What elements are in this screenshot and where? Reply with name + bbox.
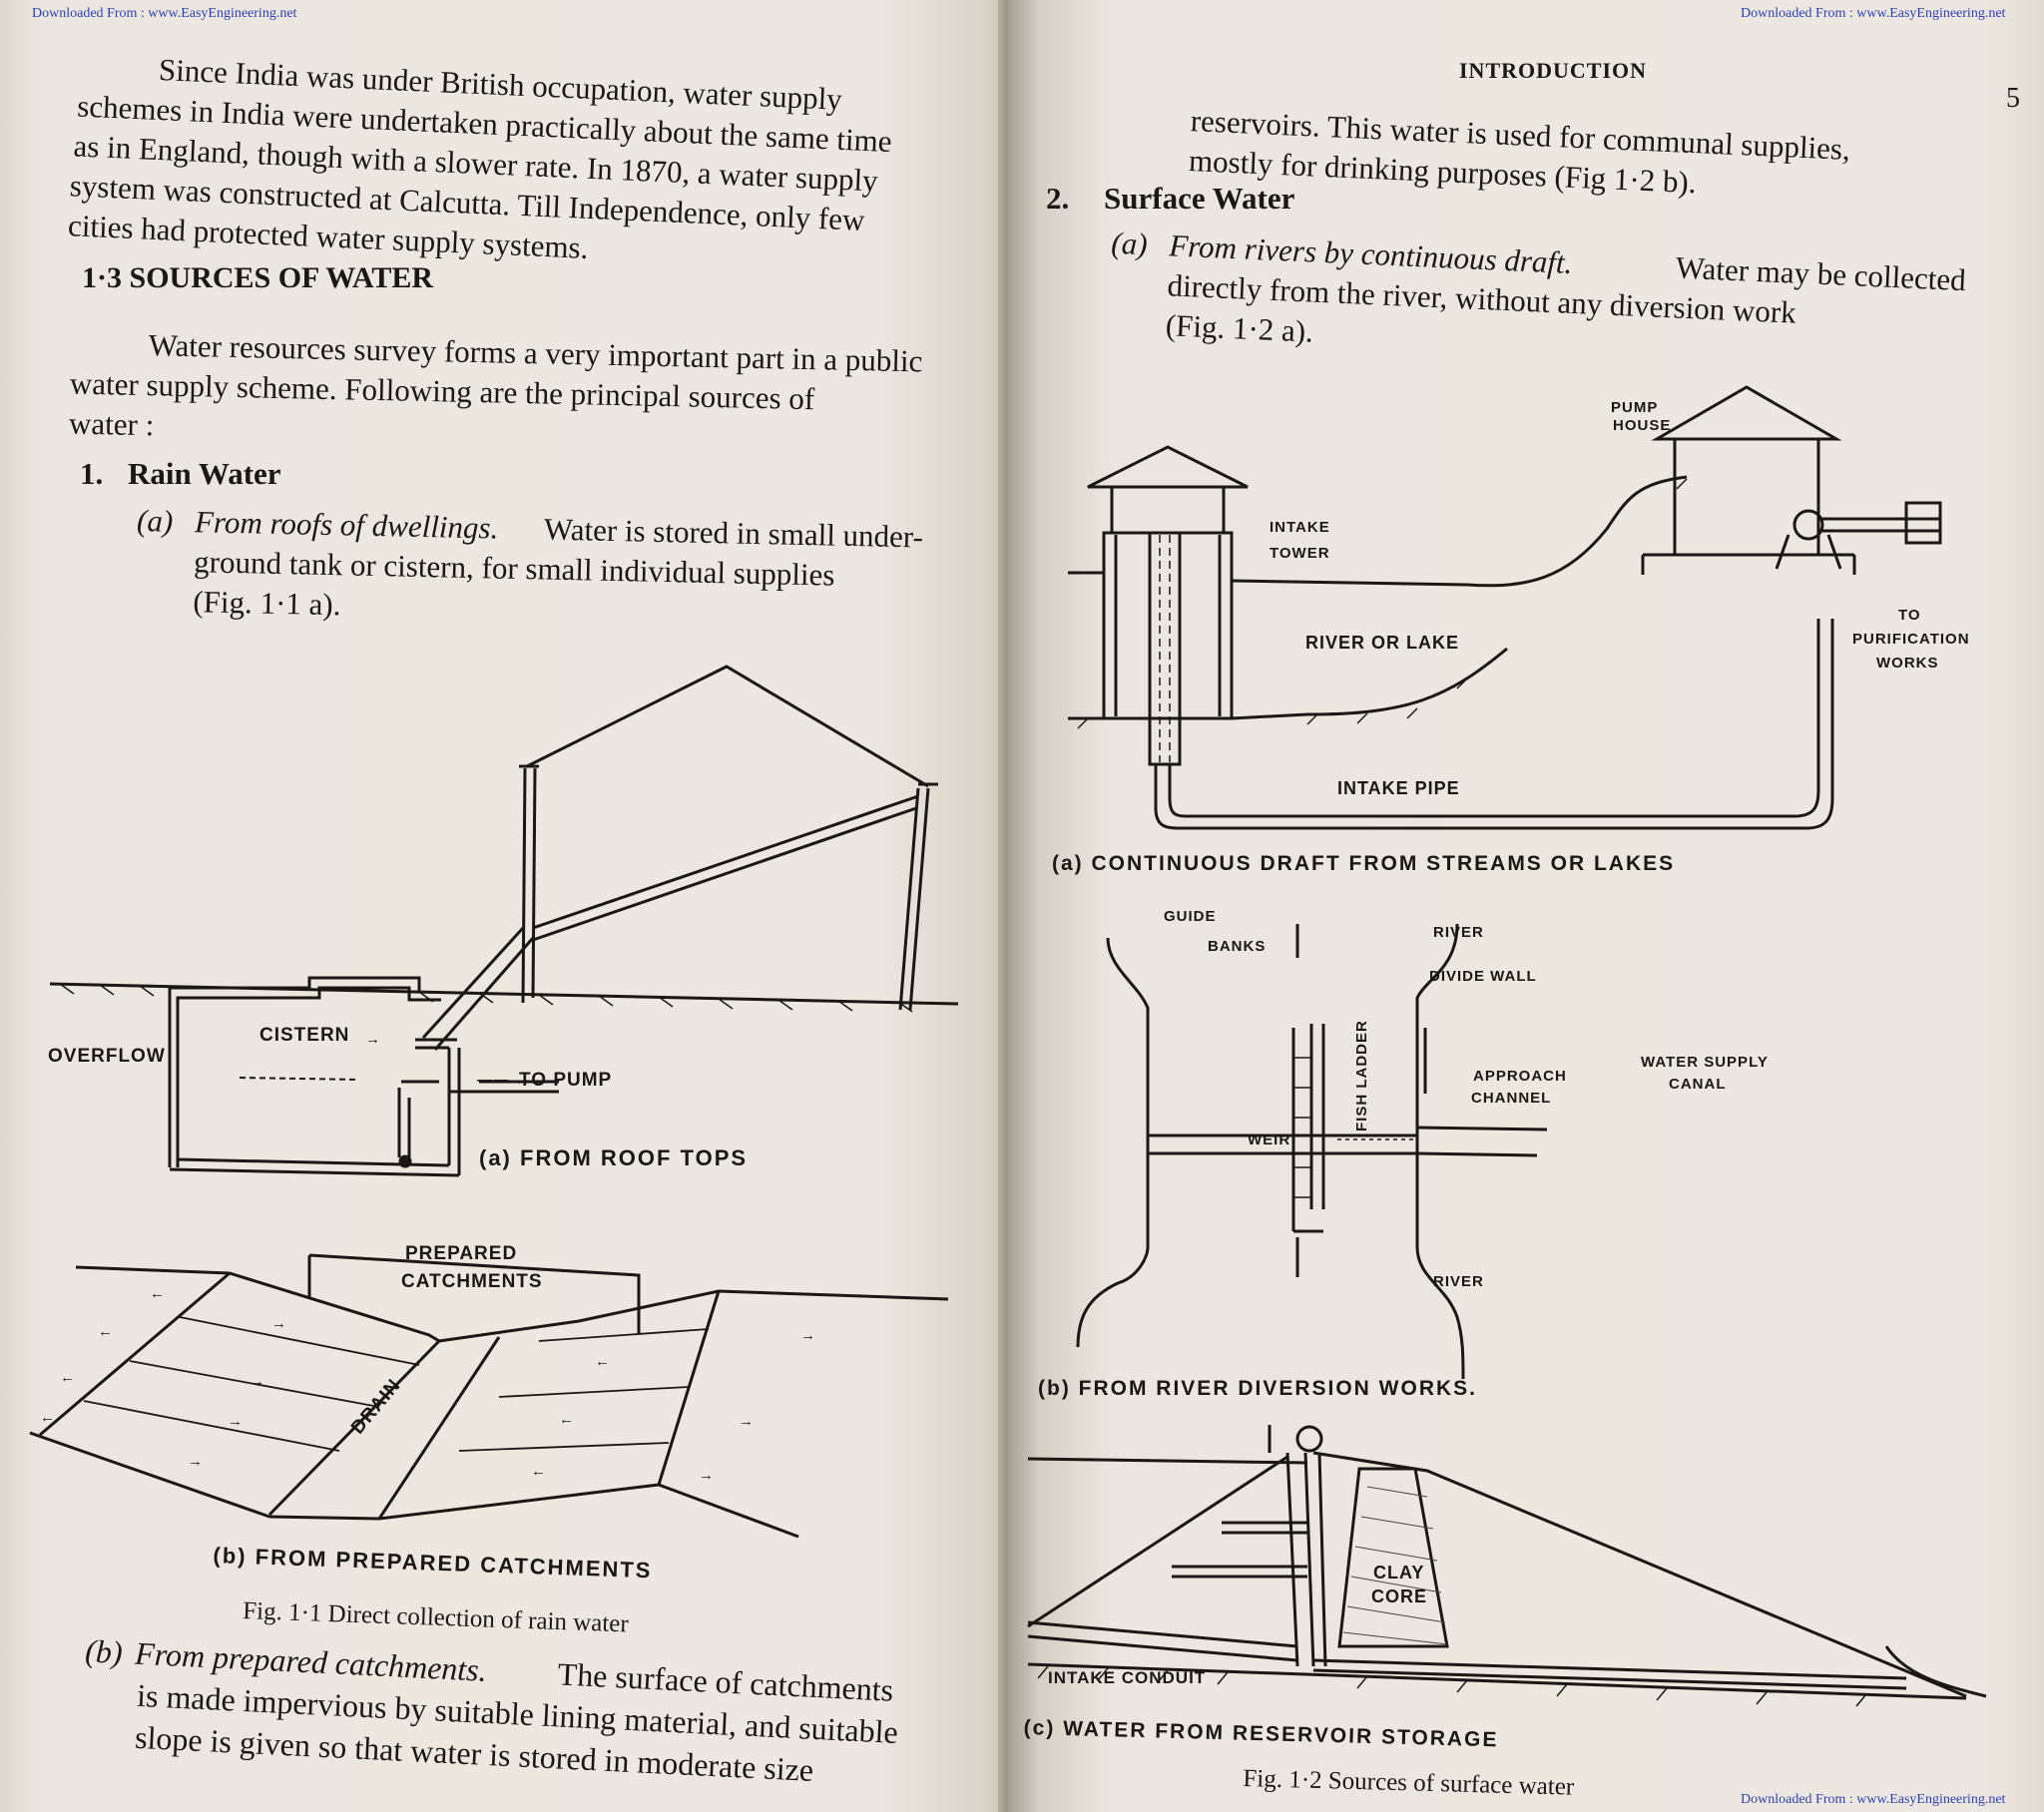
flow-arrow-4: ← xyxy=(40,1409,56,1426)
label-guide: GUIDE xyxy=(1164,908,1217,925)
figure-continuous-draft-diagram xyxy=(1068,379,1986,838)
right-book-page: Downloaded From : www.EasyEngineering.ne… xyxy=(1008,0,2044,1812)
arrow-to-pump: ——→ xyxy=(477,1072,525,1089)
figure-reservoir-storage-diagram xyxy=(1008,1417,2006,1726)
flow-arrow-2: ← xyxy=(98,1323,114,1340)
flow-arrow-6: → xyxy=(250,1373,265,1390)
flow-arrow-12: → xyxy=(800,1327,816,1344)
caption-fig1a: (a) FROM ROOF TOPS xyxy=(479,1145,749,1170)
item2-number: 2. xyxy=(1046,181,1070,216)
item2a-text-3: (Fig. 1·2 a). xyxy=(1165,307,1314,349)
flow-arrow-1: ← xyxy=(150,1285,166,1302)
flow-arrow-11: ← xyxy=(531,1463,547,1480)
label-river-top: RIVER xyxy=(1433,924,1484,941)
figure-roof-tops-diagram xyxy=(40,649,998,1187)
arrow-cistern: → xyxy=(365,1031,381,1048)
label-pump-1: PUMP xyxy=(1611,399,1659,416)
label-intake-tower-2: TOWER xyxy=(1270,545,1330,562)
label-cistern: CISTERN xyxy=(259,1025,350,1046)
label-water-supply: WATER SUPPLY xyxy=(1641,1054,1769,1071)
label-canal: CANAL xyxy=(1669,1076,1727,1093)
label-approach-1: APPROACH xyxy=(1473,1068,1567,1085)
figure-prepared-catchments-diagram xyxy=(20,1237,978,1557)
watermark-top-right: Downloaded From : www.EasyEngineering.ne… xyxy=(1741,6,2006,21)
flow-arrow-3: ← xyxy=(60,1369,76,1386)
flow-arrow-5: → xyxy=(271,1315,287,1332)
left-book-page: Downloaded From : www.EasyEngineering.ne… xyxy=(0,0,1028,1812)
label-to-purification-3: WORKS xyxy=(1876,655,1939,672)
label-to-pump: TO PUMP xyxy=(519,1070,613,1091)
label-fish-ladder: FISH LADDER xyxy=(1353,1020,1370,1132)
item1-number: 1. xyxy=(80,456,104,491)
item1b-marker: (b) xyxy=(84,1632,124,1670)
flow-arrow-13: → xyxy=(739,1413,755,1430)
flow-arrow-7: → xyxy=(228,1413,244,1430)
watermark-top-left: Downloaded From : www.EasyEngineering.ne… xyxy=(32,6,297,21)
label-to-purification-1: TO xyxy=(1898,607,1921,624)
section-heading: 1·3 SOURCES OF WATER xyxy=(82,261,434,294)
flow-arrow-14: → xyxy=(699,1467,715,1484)
figure-river-diversion-diagram xyxy=(1068,898,1986,1397)
caption-fig2b: (b) FROM RIVER DIVERSION WORKS. xyxy=(1038,1377,1477,1400)
label-weir: WEIR xyxy=(1248,1132,1291,1148)
label-banks: BANKS xyxy=(1208,938,1267,955)
figure-1-1-caption: Fig. 1·1 Direct collection of rain water xyxy=(242,1596,630,1638)
label-catchments: CATCHMENTS xyxy=(401,1271,543,1292)
label-pump-2: HOUSE xyxy=(1613,417,1672,434)
label-intake-tower-1: INTAKE xyxy=(1270,519,1330,536)
label-core: CORE xyxy=(1371,1586,1428,1606)
sources-line-3: water : xyxy=(68,405,155,443)
flow-arrow-9: ← xyxy=(595,1353,611,1370)
label-to-purification-2: PURIFICATION xyxy=(1852,631,1970,648)
item1a-text-3: (Fig. 1·1 a). xyxy=(193,584,341,623)
label-overflow: OVERFLOW xyxy=(48,1046,166,1067)
watermark-bottom-right: Downloaded From : www.EasyEngineering.ne… xyxy=(1741,1792,2006,1807)
label-prepared: PREPARED xyxy=(405,1243,518,1264)
caption-fig2a: (a) CONTINUOUS DRAFT FROM STREAMS OR LAK… xyxy=(1052,852,1676,875)
label-river-bottom: RIVER xyxy=(1433,1273,1484,1290)
label-clay: CLAY xyxy=(1373,1563,1425,1583)
running-head: INTRODUCTION xyxy=(1459,58,1648,83)
label-river-or-lake: RIVER OR LAKE xyxy=(1305,633,1460,653)
figure-1-2-caption: Fig. 1·2 Sources of surface water xyxy=(1243,1764,1575,1801)
label-divide-wall: DIVIDE WALL xyxy=(1429,968,1537,985)
item2-title: Surface Water xyxy=(1104,181,1295,216)
label-intake-pipe: INTAKE PIPE xyxy=(1337,778,1460,798)
flow-arrow-8: → xyxy=(188,1453,204,1470)
item1-title: Rain Water xyxy=(128,456,281,491)
item1a-marker: (a) xyxy=(136,502,174,539)
label-intake-conduit: INTAKE CONDUIT xyxy=(1048,1668,1207,1687)
flow-arrow-10: ← xyxy=(559,1411,575,1428)
item2a-marker: (a) xyxy=(1110,225,1149,262)
label-approach-2: CHANNEL xyxy=(1471,1090,1552,1107)
page-number: 5 xyxy=(2006,83,2020,114)
